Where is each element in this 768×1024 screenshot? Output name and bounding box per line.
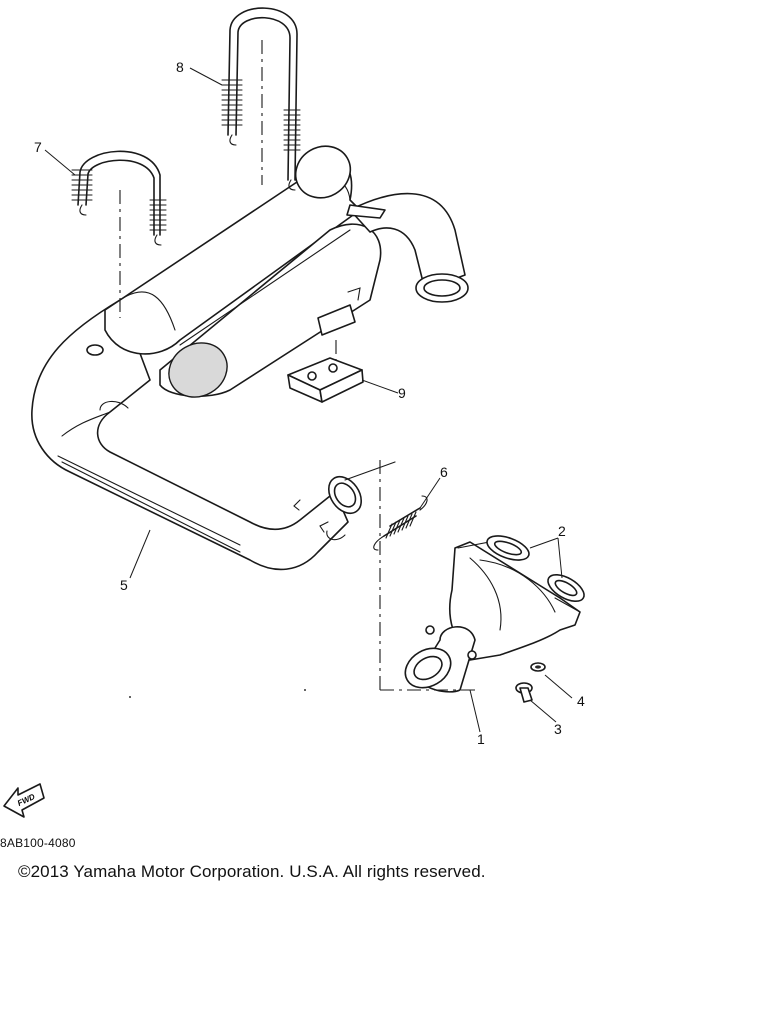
tension-spring-part-6 — [373, 495, 428, 551]
washer-part-4 — [530, 662, 546, 672]
gaskets-part-2 — [486, 535, 585, 603]
u-hook-spring-part-7 — [71, 150, 167, 318]
callout-7: 7 — [34, 139, 42, 155]
u-hook-spring-part-8 — [221, 7, 301, 191]
callout-9: 9 — [398, 385, 406, 401]
scan-dot — [304, 689, 306, 691]
callout-3: 3 — [554, 721, 562, 737]
callout-numbers: 1 2 3 4 5 6 7 8 9 — [34, 59, 585, 747]
fwd-arrow-icon: FWD — [3, 783, 45, 818]
leader-lines — [44, 67, 573, 733]
damper-block-part-9 — [287, 340, 364, 403]
exhaust-manifold-part-1 — [344, 460, 581, 693]
callout-2: 2 — [558, 523, 566, 539]
callout-5: 5 — [120, 577, 128, 593]
scan-dot — [129, 696, 131, 698]
muffler-assembly — [104, 145, 469, 398]
callout-4: 4 — [577, 693, 585, 709]
callout-1: 1 — [477, 731, 485, 747]
copyright-notice: ©2013 Yamaha Motor Corporation. U.S.A. A… — [18, 862, 486, 881]
callout-8: 8 — [176, 59, 184, 75]
part-code-label: 8AB100-4080 — [0, 836, 76, 850]
exhaust-pipe-part-5 — [31, 299, 363, 571]
callout-6: 6 — [440, 464, 448, 480]
bolt-part-3 — [515, 682, 533, 703]
